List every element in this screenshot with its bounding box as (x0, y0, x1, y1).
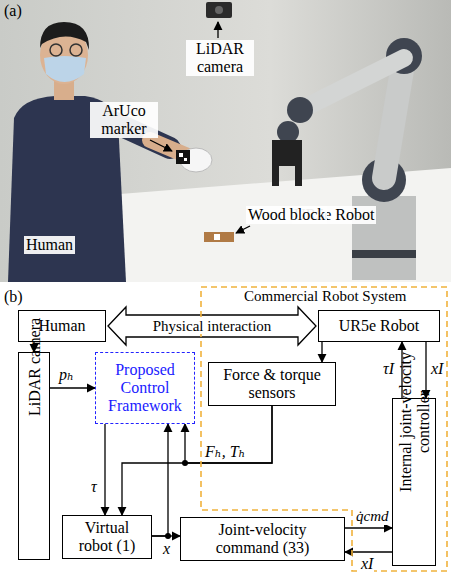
signal-label: xI (430, 360, 444, 378)
process-box: UR5e Robot (318, 310, 440, 342)
camera-lens (215, 6, 223, 14)
human-hair (40, 22, 89, 50)
signal-label: τ (90, 478, 98, 496)
robot-forearm (300, 58, 404, 110)
part-label: Wood block (246, 206, 327, 224)
signal-arrow (322, 342, 323, 362)
sensor-box: LiDAR camera (18, 352, 50, 560)
signal-label: pₕ (58, 366, 75, 384)
glasses (50, 44, 62, 56)
robot-joint (277, 121, 299, 143)
leader-line (217, 22, 218, 38)
signal-arrow (182, 406, 272, 466)
edge-label: Physical interaction (153, 318, 272, 335)
controller-box: Internal joint-velocity controller (392, 398, 436, 566)
box-text: Commercial Robot System (244, 288, 407, 305)
face-mask (44, 56, 86, 82)
leader-line (150, 140, 172, 151)
camera-body (206, 2, 232, 18)
glasses (70, 44, 82, 56)
signal-label: xI (360, 555, 374, 573)
robot-base-ring (352, 250, 416, 258)
box-text: Virtual robot (1) (68, 519, 146, 555)
interaction-arrow (108, 307, 316, 345)
signal-arrow (345, 528, 392, 529)
box-text: LiDAR camera (26, 268, 44, 466)
sensor-box: Force & torque sensors (208, 362, 336, 406)
part-label: ArUco marker (90, 102, 158, 138)
wall (0, 0, 451, 282)
gripper-finger (272, 164, 279, 186)
block-marker (214, 234, 220, 240)
signal-label: Fₕ, Tₕ (204, 443, 247, 461)
box-text: Human (38, 317, 85, 335)
box-text: Force & torque sensors (214, 366, 330, 402)
signal-arrow (152, 536, 180, 537)
box-text: Internal joint-velocity controller (397, 343, 433, 501)
control-block: Proposed Control Framework (95, 352, 195, 424)
signal-label: q̇cmd (355, 508, 390, 525)
signal-arrow (426, 342, 427, 398)
signal-arrow (105, 424, 106, 515)
signal-arrow (152, 424, 171, 539)
human-arm (150, 140, 188, 156)
part-label: Human (24, 236, 75, 254)
robot-joint (287, 97, 313, 123)
wood-block (204, 232, 234, 242)
signal-arrow (50, 388, 95, 389)
process-box: Virtual robot (1) (62, 515, 152, 559)
robot-gripper (272, 140, 302, 166)
panel-label: (a) (4, 2, 22, 20)
aruco-pattern (184, 158, 187, 161)
aruco-pattern (179, 153, 183, 157)
box-text: UR5e Robot (339, 317, 419, 335)
signal-label: x (162, 540, 171, 558)
box-text: Proposed Control Framework (101, 361, 189, 415)
box-text: Joint-velocity command (33) (186, 521, 339, 557)
part-label: LiDAR camera (186, 40, 254, 76)
gripper-finger (295, 164, 302, 186)
leader-line (236, 226, 250, 233)
process-box: Joint-velocity command (33) (180, 517, 345, 561)
panel-label: (b) (4, 288, 23, 306)
signal-label: τI (382, 360, 395, 378)
aruco-marker (176, 150, 190, 164)
